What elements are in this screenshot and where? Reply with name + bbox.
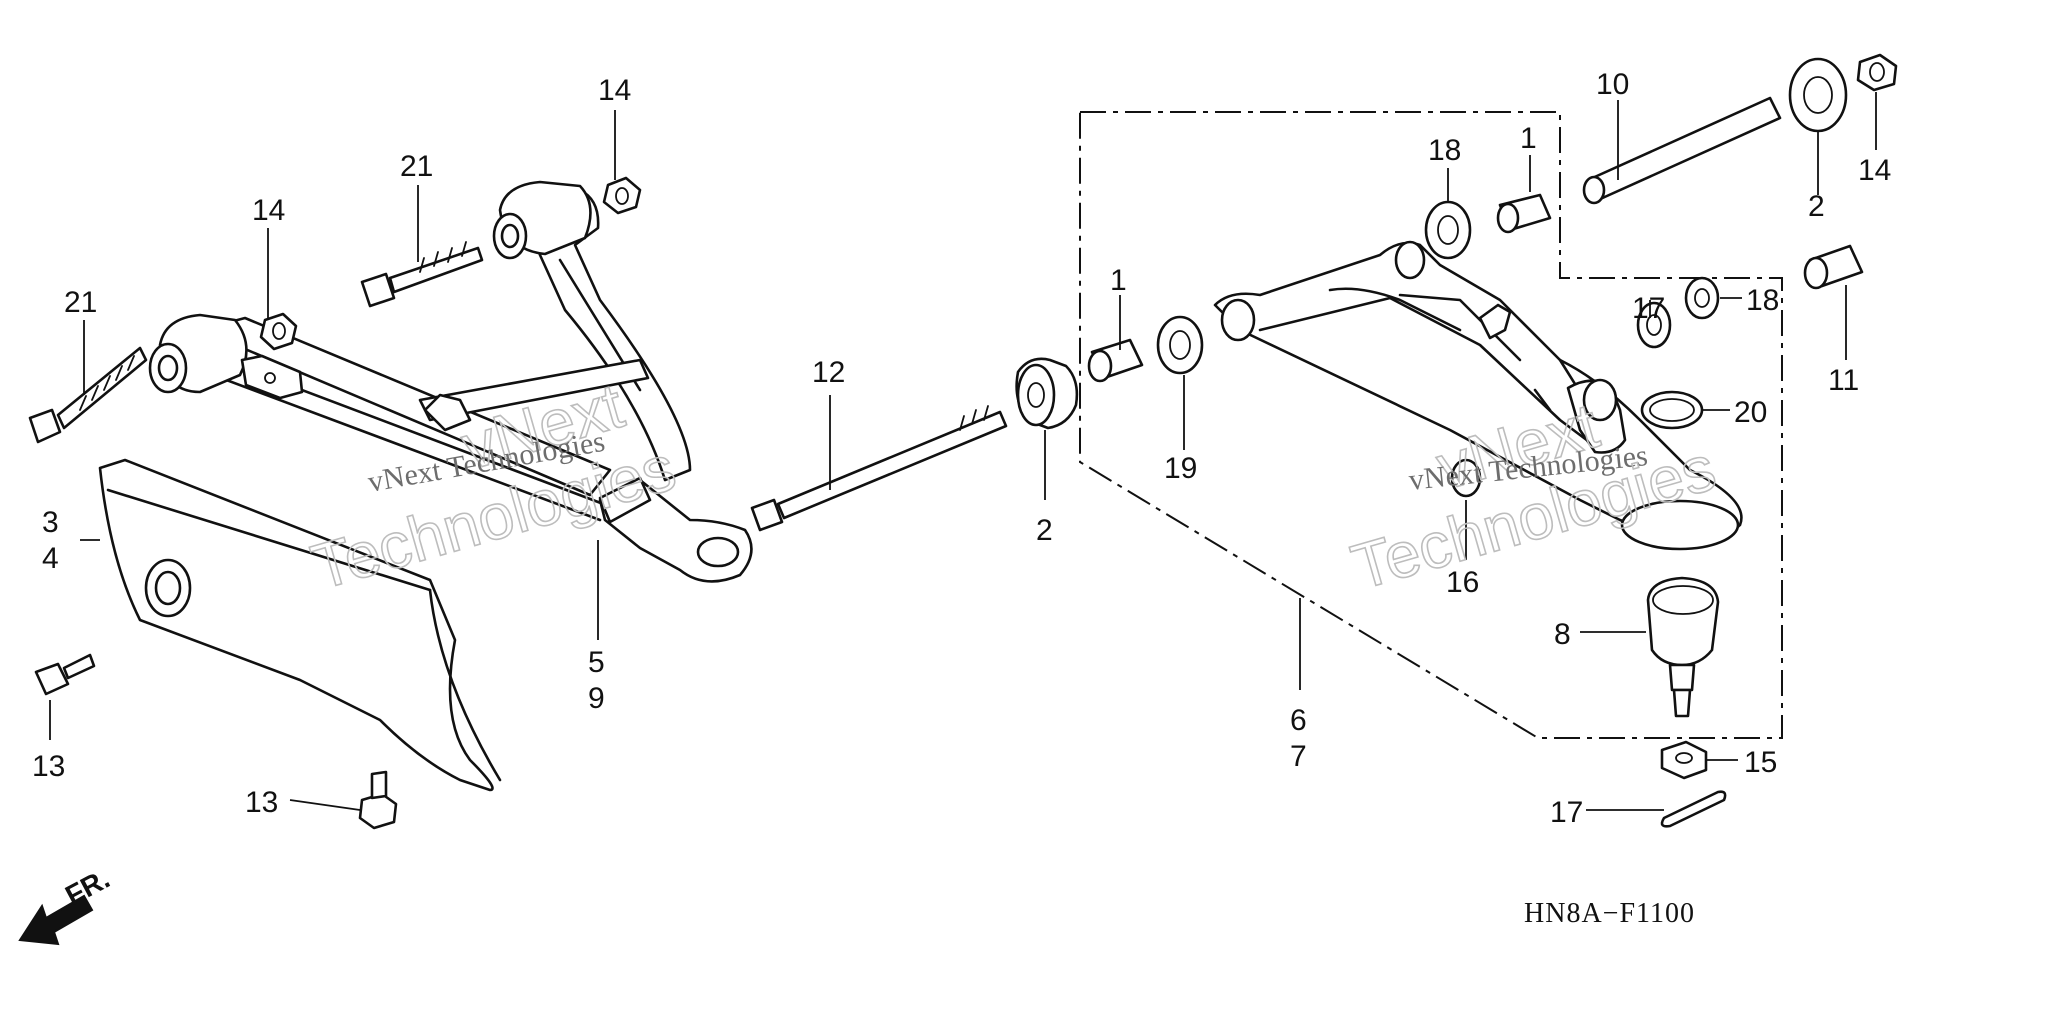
callout-3: 3 bbox=[42, 506, 59, 539]
callout-5: 6 bbox=[1290, 704, 1307, 737]
nut-14-right bbox=[1856, 53, 1898, 92]
callout-12: 12 bbox=[812, 356, 845, 389]
callout-19: 17 bbox=[1550, 796, 1583, 829]
callout-15: 15 bbox=[1744, 746, 1777, 779]
bearing-16 bbox=[1636, 301, 1672, 349]
lower-arm-group-outline bbox=[1079, 111, 1783, 739]
callout-8: 8 bbox=[1554, 618, 1571, 651]
callout-20: 20 bbox=[1734, 396, 1767, 429]
nut-14-upper bbox=[602, 176, 642, 215]
diagram-code: HN8A−F1100 bbox=[1524, 898, 1695, 929]
callout-2-center: 2 bbox=[1036, 514, 1053, 547]
callout-18-top: 18 bbox=[1428, 134, 1461, 167]
nut-14-left bbox=[259, 312, 298, 351]
front-arrow-icon bbox=[18, 894, 94, 946]
callout-1-left: 1 bbox=[1110, 264, 1127, 297]
bolt-13-guard bbox=[34, 653, 96, 696]
collar-2-center bbox=[1015, 357, 1079, 430]
callout-4: 4 bbox=[42, 542, 59, 575]
upper-arm-assembly bbox=[148, 180, 753, 583]
arm-guard-plate bbox=[98, 458, 502, 792]
callout-14-left: 14 bbox=[252, 194, 285, 227]
callout-17-left: 16 bbox=[1446, 566, 1479, 599]
collar-11 bbox=[1803, 244, 1864, 290]
collar-1-left bbox=[1087, 338, 1144, 383]
bolt-12 bbox=[750, 405, 1008, 532]
bushing-18-left bbox=[1156, 315, 1204, 375]
callout-16: 17 bbox=[1632, 292, 1665, 325]
leader-lines bbox=[49, 92, 1877, 811]
pivot-shaft-10 bbox=[1582, 96, 1782, 205]
seal-17-right bbox=[1684, 276, 1720, 320]
callout-9: 9 bbox=[588, 682, 605, 715]
collar-2-right bbox=[1788, 57, 1848, 133]
bolt-21-left bbox=[28, 346, 148, 444]
bolt-13-bottom bbox=[358, 770, 398, 830]
ball-joint-8 bbox=[1646, 576, 1720, 718]
castle-nut-15 bbox=[1660, 740, 1708, 780]
callout-17-right: 18 bbox=[1746, 284, 1779, 317]
collar-1-top bbox=[1496, 193, 1552, 234]
callout-2-right: 2 bbox=[1808, 190, 1825, 223]
bolt-21-upper bbox=[360, 241, 484, 308]
seal-17-left bbox=[1450, 458, 1482, 498]
callout-7: 5 bbox=[588, 646, 605, 679]
bushing-18-top bbox=[1424, 200, 1472, 260]
callout-18-left: 19 bbox=[1164, 452, 1197, 485]
front-direction-indicator: FR. bbox=[18, 863, 115, 946]
callout-13-bottom: 13 bbox=[245, 786, 278, 819]
lower-arm-assembly bbox=[1213, 240, 1743, 551]
callout-14-upper: 14 bbox=[598, 74, 631, 107]
callout-10: 10 bbox=[1596, 68, 1629, 101]
cotter-pin-19 bbox=[1660, 790, 1727, 828]
snap-ring-20 bbox=[1640, 390, 1704, 430]
callout-13-guard: 13 bbox=[32, 750, 65, 783]
callout-11: 11 bbox=[1828, 364, 1859, 397]
callout-1-top: 1 bbox=[1520, 122, 1537, 155]
callout-21-upper: 21 bbox=[400, 150, 433, 183]
callout-21-left: 21 bbox=[64, 286, 97, 319]
callout-numbers: 21 14 21 14 3 4 13 13 5 9 12 2 1 19 18 1… bbox=[32, 68, 1891, 829]
callout-6: 7 bbox=[1290, 740, 1307, 773]
callout-14-right: 14 bbox=[1858, 154, 1891, 187]
